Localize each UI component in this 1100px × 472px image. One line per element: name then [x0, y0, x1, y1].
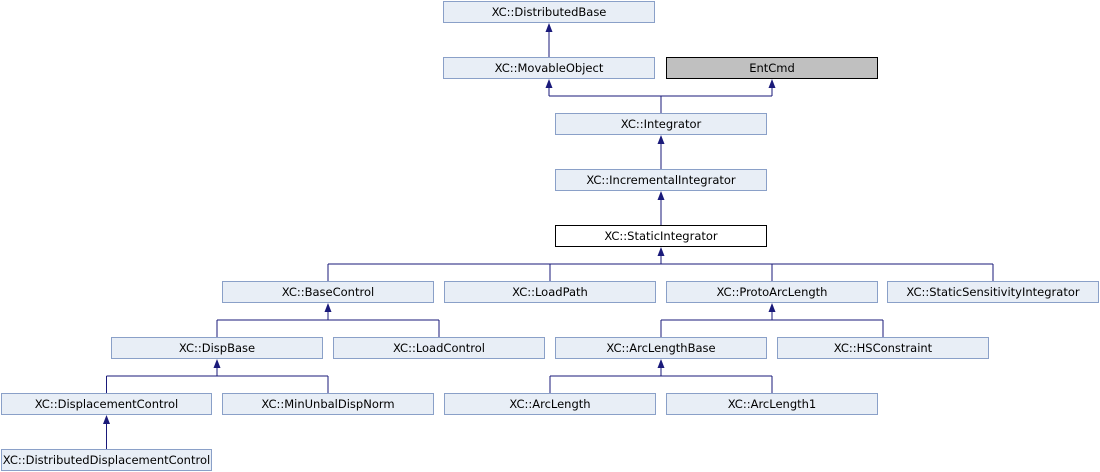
edge-arrowhead-incremental_integrator	[657, 191, 665, 200]
edge-arrowhead-ent_cmd	[768, 79, 776, 88]
node-hs-constraint[interactable]: XC::HSConstraint	[777, 337, 989, 359]
node-integrator[interactable]: XC::Integrator	[555, 113, 767, 135]
node-static-sensitivity-integrator[interactable]: XC::StaticSensitivityIntegrator	[887, 281, 1099, 303]
node-base-control[interactable]: XC::BaseControl	[222, 281, 434, 303]
node-proto-arc-length[interactable]: XC::ProtoArcLength	[666, 281, 878, 303]
node-distributed-displacement-control[interactable]: XC::DistributedDisplacementControl	[1, 449, 212, 471]
node-distributed-base[interactable]: XC::DistributedBase	[443, 1, 655, 23]
node-movable-object[interactable]: XC::MovableObject	[443, 57, 655, 79]
edge-arrowhead-displacement_control	[103, 415, 110, 424]
edge-arrowhead-arc_length_base	[657, 359, 665, 368]
node-incremental-integrator[interactable]: XC::IncrementalIntegrator	[555, 169, 767, 191]
edge-arrowhead-integrator	[657, 135, 665, 144]
node-load-control[interactable]: XC::LoadControl	[333, 337, 545, 359]
edge-arrowhead-movable_object	[545, 79, 553, 88]
edge-arrowhead-static_integrator	[657, 247, 665, 256]
edge-arrowhead-proto_arc_length	[768, 303, 776, 312]
edge-arrowhead-disp_base	[213, 359, 221, 368]
node-ent-cmd: EntCmd	[666, 57, 878, 79]
node-arc-length1[interactable]: XC::ArcLength1	[666, 393, 878, 415]
node-static-integrator: XC::StaticIntegrator	[555, 225, 767, 247]
node-arc-length[interactable]: XC::ArcLength	[444, 393, 656, 415]
edge-arrowhead-distributed_base	[545, 23, 553, 32]
node-arc-length-base[interactable]: XC::ArcLengthBase	[555, 337, 767, 359]
node-load-path[interactable]: XC::LoadPath	[444, 281, 656, 303]
node-min-unbal-disp-norm[interactable]: XC::MinUnbalDispNorm	[222, 393, 434, 415]
node-disp-base[interactable]: XC::DispBase	[111, 337, 323, 359]
edge-arrowhead-base_control	[324, 303, 332, 312]
node-displacement-control[interactable]: XC::DisplacementControl	[1, 393, 212, 415]
